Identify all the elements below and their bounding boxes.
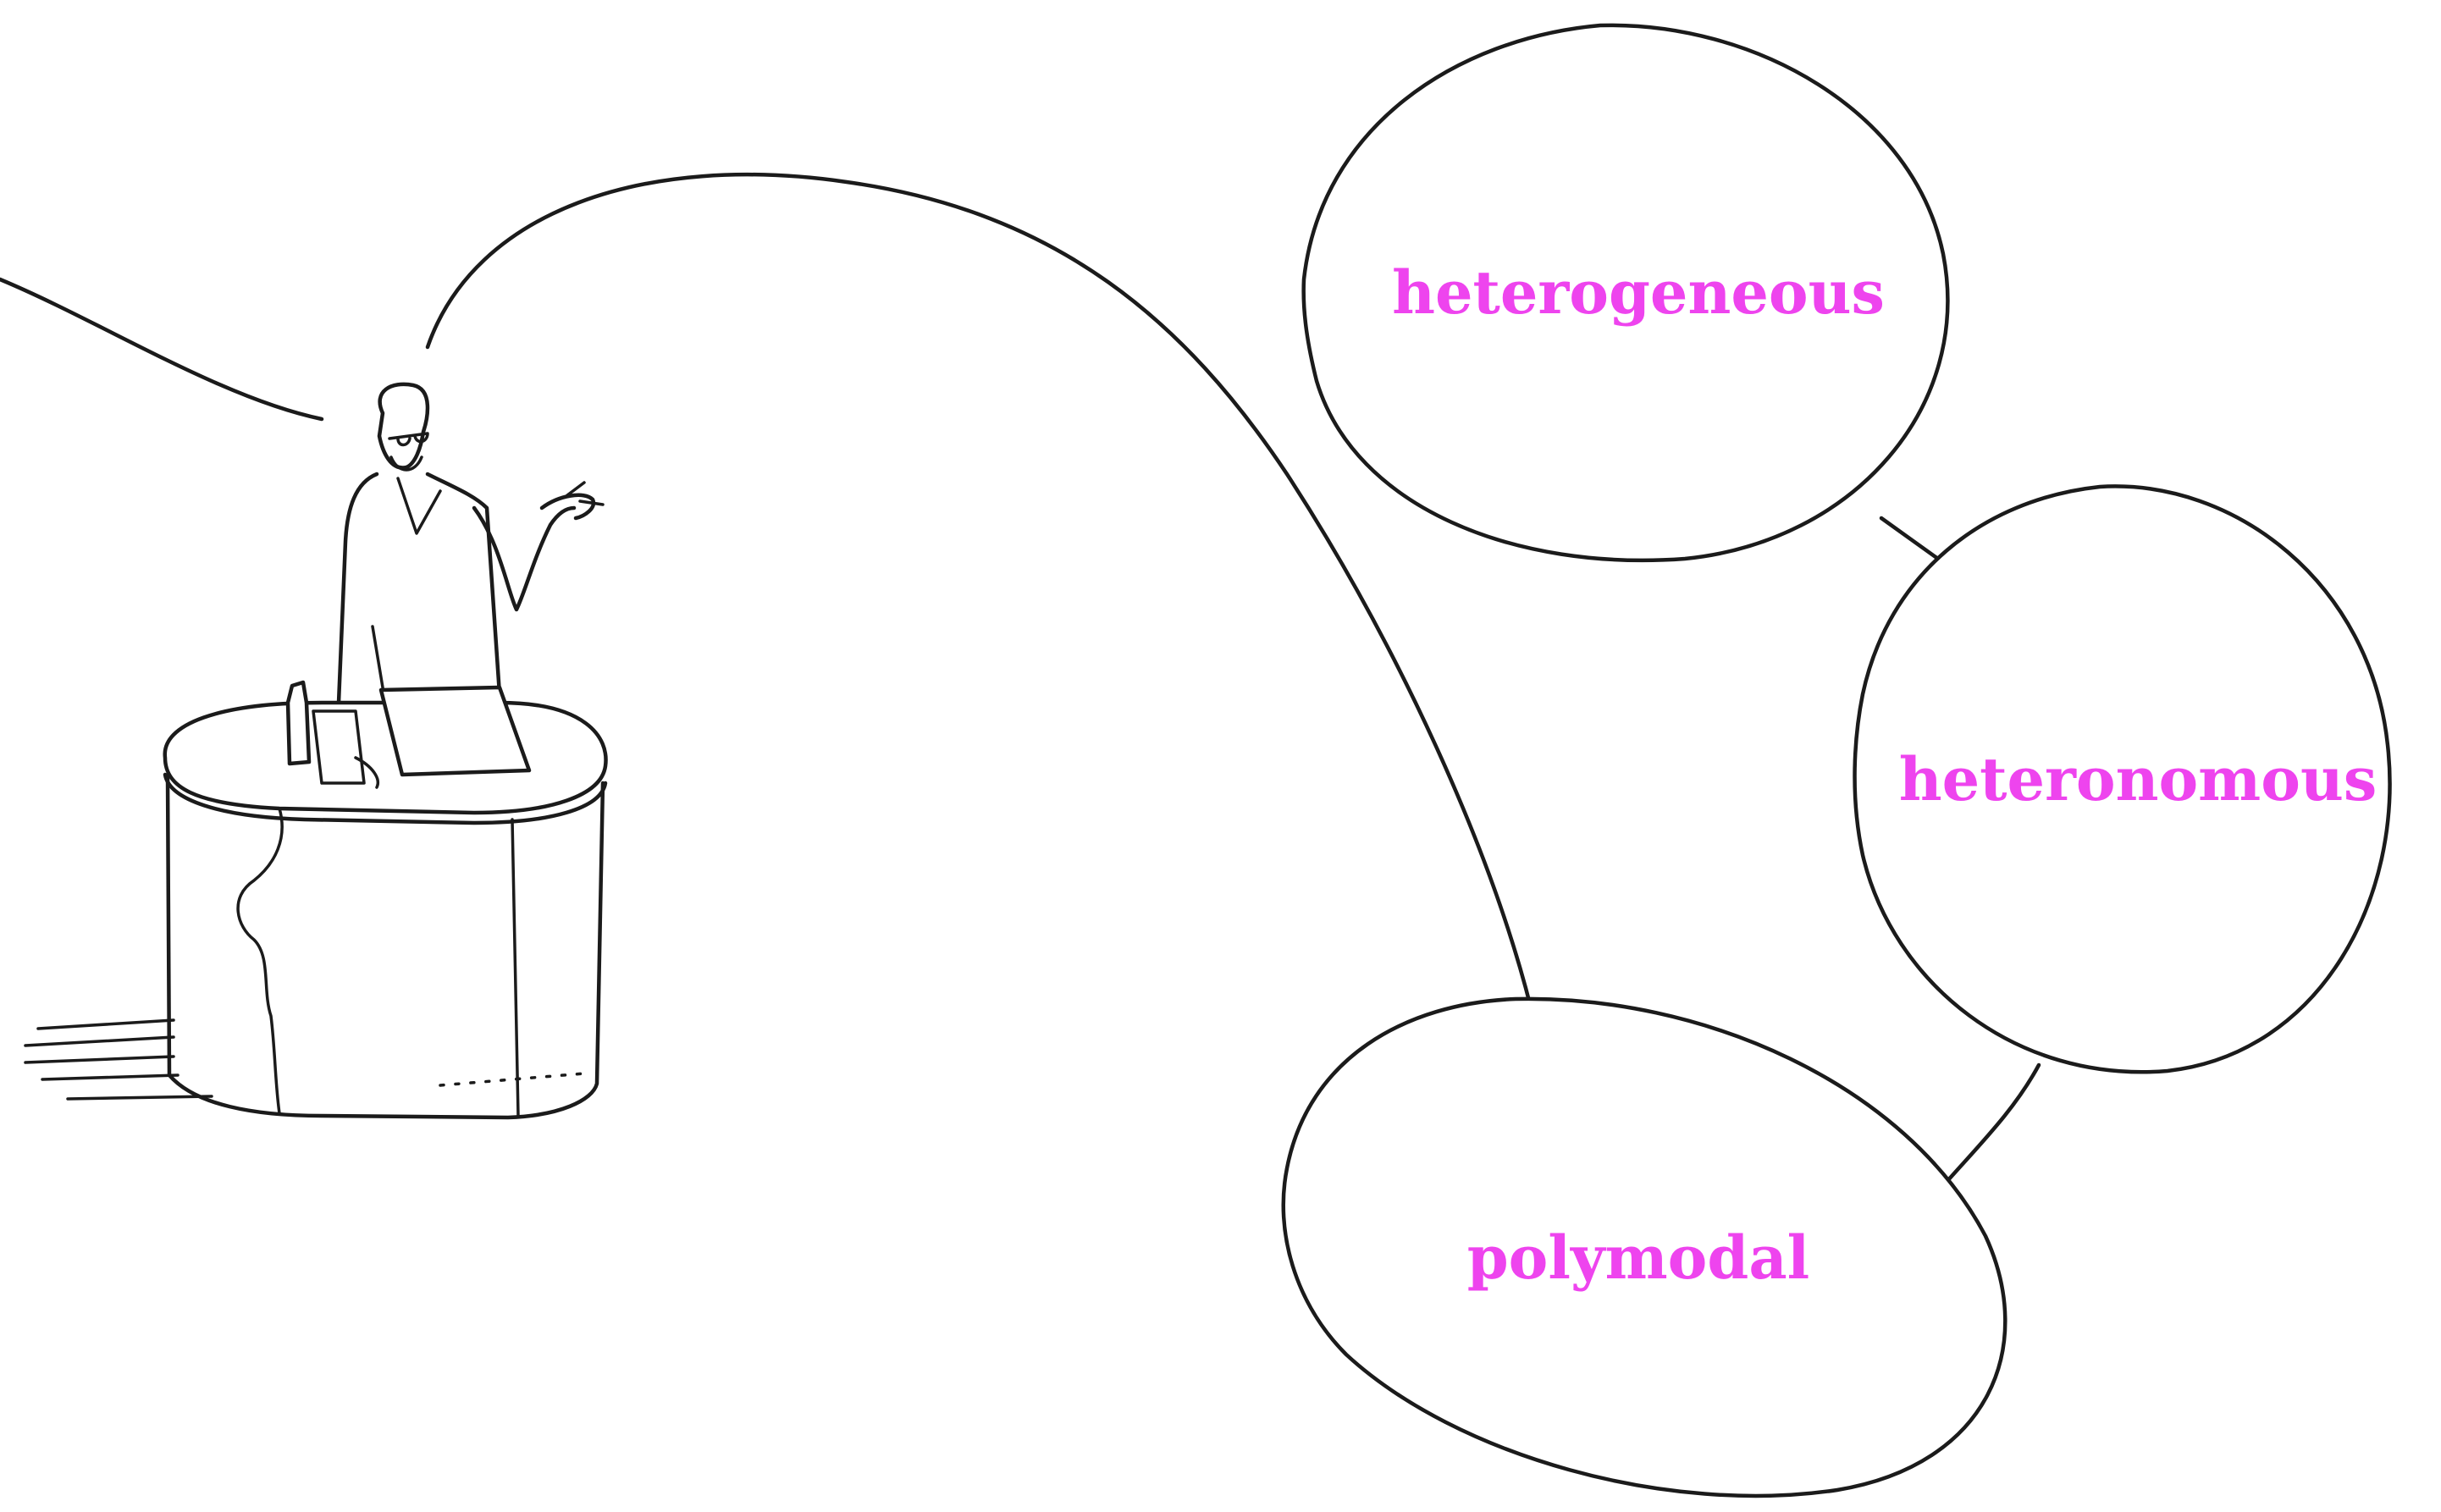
connector-heteronomous-polymodal: [1945, 1062, 2041, 1184]
speech-arc: [425, 172, 1533, 1010]
bubble-polymodal: polymodal: [1281, 996, 2007, 1498]
bubble-heteronomous-label: heteronomous: [1899, 744, 2377, 814]
bubble-heterogeneous-label: heterogeneous: [1392, 257, 1885, 328]
speaker-illustration: [24, 382, 608, 1120]
podium: [163, 680, 608, 1120]
bubble-heteronomous: heteronomous: [1853, 484, 2392, 1074]
bubble-polymodal-label: polymodal: [1467, 1222, 1810, 1293]
bubble-heterogeneous: heterogeneous: [1301, 23, 1950, 563]
speaker-figure: [336, 382, 605, 705]
incoming-line: [0, 277, 324, 422]
floor-lines: [24, 1018, 213, 1101]
